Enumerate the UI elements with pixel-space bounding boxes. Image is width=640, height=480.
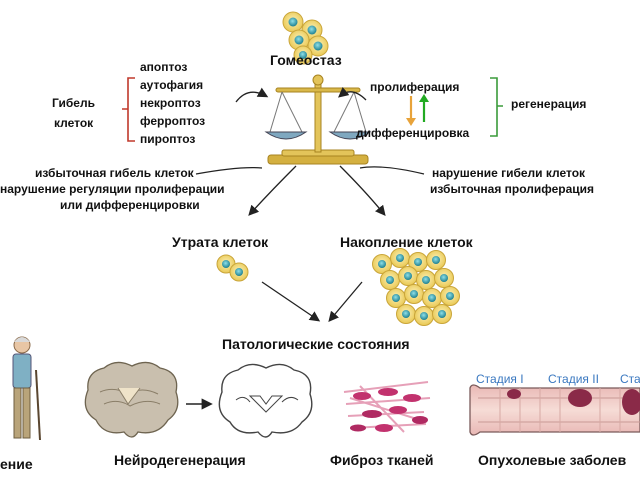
left-cause-2: нарушение регуляции пролиферации [0,182,225,196]
differentiation-label: дифференцировка [356,126,470,140]
cell-death-item-autophagy: аутофагия [140,78,204,92]
right-cause-2: избыточная пролиферация [430,182,595,196]
regeneration-label: регенерация [511,97,587,111]
homeostasis-title: Гомеостаз [270,52,342,68]
left-cause-3: или дифференцировки [60,198,200,212]
cell-death-item-necroptosis: некроптоз [140,96,201,110]
cell-accumulation-cells [372,248,460,326]
arrow-to-cell-loss [248,165,297,216]
elderly-person-icon [12,336,41,441]
cell-loss-cells [216,254,249,282]
stage-2-label: Стадия II [548,372,599,386]
pathologies-title: Патологические состояния [222,336,410,352]
arrow-death-to-scale [235,87,269,103]
arrow-accumulation-to-pathology [328,281,363,322]
proliferation-label: пролиферация [370,80,460,94]
degenerated-brain-icon [218,363,313,438]
balance-scales-icon [264,74,372,165]
cell-death-item-pyroptosis: пироптоз [140,132,196,146]
outcome-fibrosis: Фиброз тканей [330,452,434,468]
stage-3-label: Ста [620,372,640,386]
regeneration-bracket [490,77,503,137]
left-cause-line [195,167,263,175]
arrow-regeneration-to-scale [338,87,367,101]
cell-loss-title: Утрата клеток [172,234,269,250]
colon-tumor-stages-icon [469,384,640,436]
stage-1-label: Стадия I [476,372,524,386]
arrow-loss-to-pathology [261,281,321,322]
arrow-to-cell-accumulation [339,165,386,217]
right-cause-1: нарушение гибели клеток [432,166,586,180]
cell-death-label-line1: Гибель [52,96,95,110]
outcome-neurodegeneration: Нейродегенерация [114,452,246,468]
cell-death-item-ferroptosis: ферроптоз [140,114,206,128]
cell-death-bracket [122,77,135,142]
cell-death-label-line2: клеток [54,116,94,130]
brain-section-icon [84,361,179,438]
outcome-aging: ение [0,456,33,472]
left-cause-1: избыточная гибель клеток [35,166,194,180]
right-cause-line [359,166,425,175]
cell-death-item-apoptosis: апоптоз [140,60,188,74]
cell-accumulation-title: Накопление клеток [340,234,473,250]
homeostasis-cells [282,11,329,65]
fibrosis-tissue-icon [343,381,431,433]
outcome-tumors: Опухолевые заболев [478,452,627,468]
